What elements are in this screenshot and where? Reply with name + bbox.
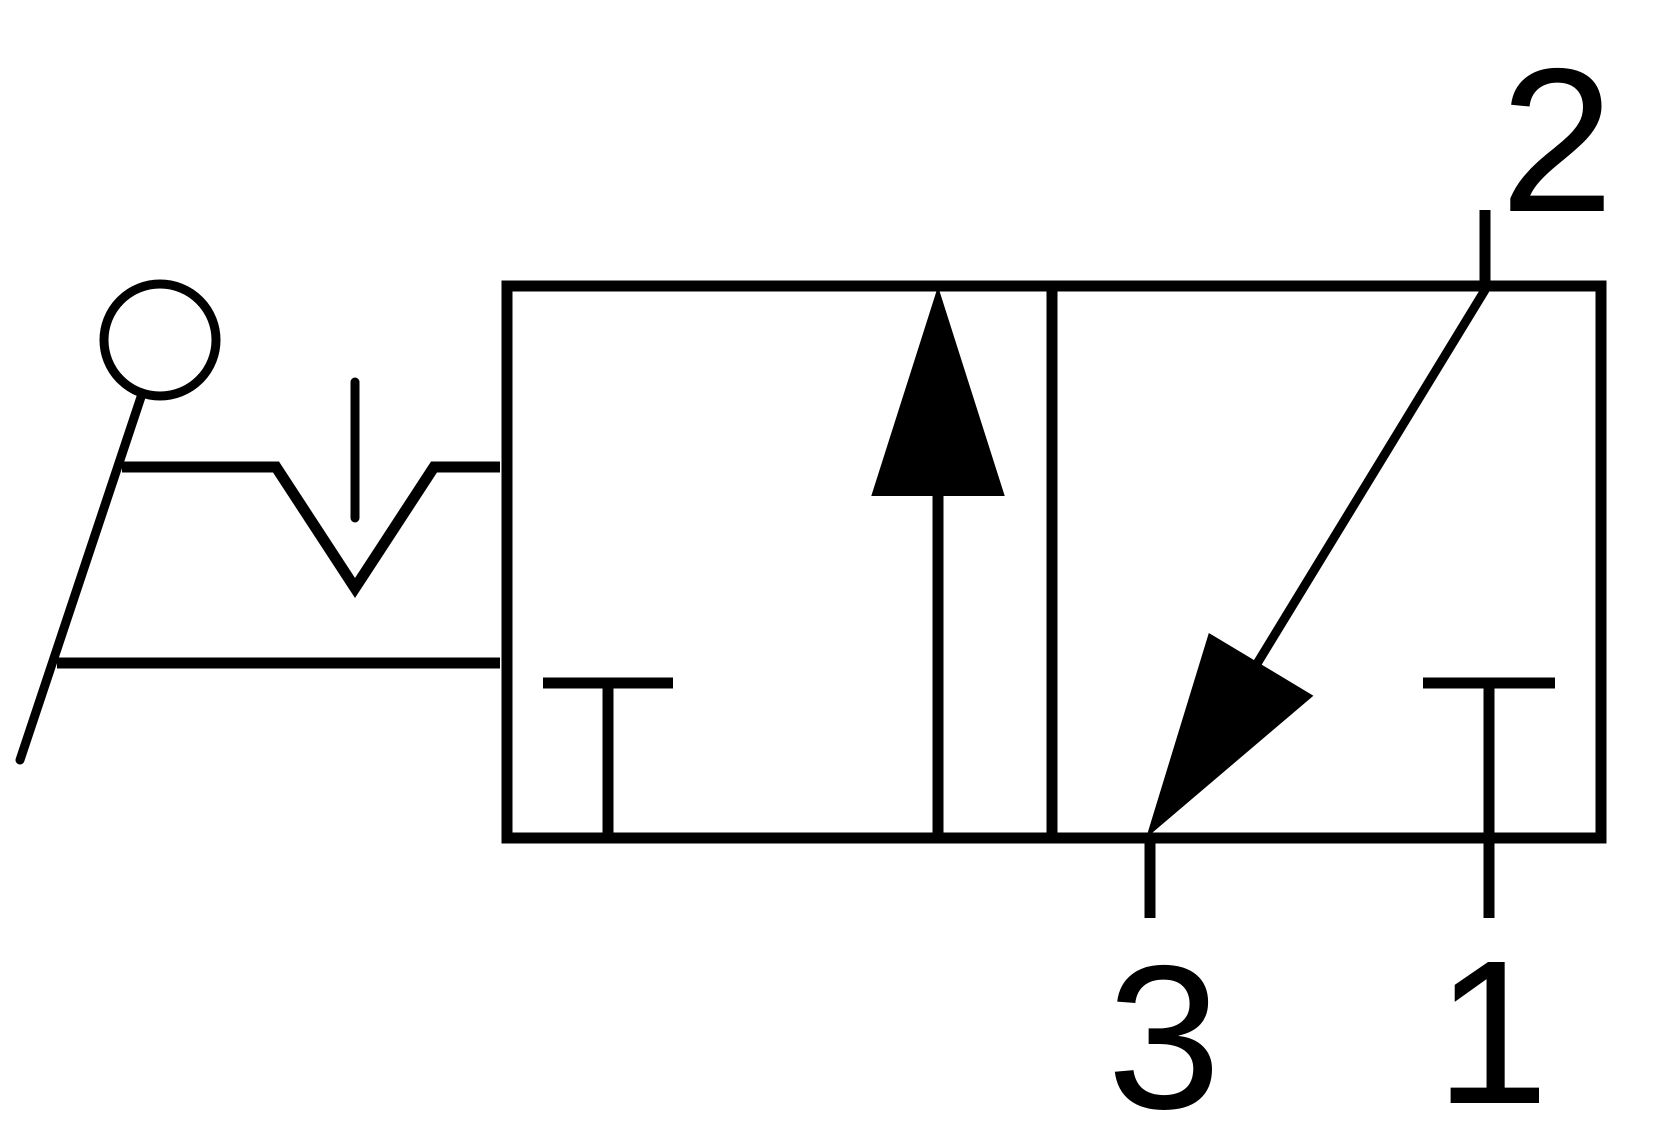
detent-notch xyxy=(122,461,500,599)
flow-arrow-diagonal-shaft xyxy=(1250,285,1490,672)
port-connections xyxy=(1144,210,1495,918)
lever-actuator xyxy=(15,279,221,765)
flow-arrow-up-head xyxy=(871,286,1005,496)
lever-knob xyxy=(99,279,221,401)
port-labels: 2 3 1 xyxy=(1107,26,1614,1127)
left-position-flow xyxy=(543,286,1005,838)
valve-body xyxy=(501,280,1607,844)
flow-arrow-diagonal-head xyxy=(1146,632,1314,838)
detent-mechanism xyxy=(57,377,500,669)
valve-position-left xyxy=(501,280,1058,844)
valve-position-right xyxy=(1046,280,1607,844)
right-position-flow xyxy=(1146,285,1555,838)
port-2-label: 2 xyxy=(1500,26,1614,255)
port-3-label: 3 xyxy=(1107,923,1221,1127)
port-1-label: 1 xyxy=(1435,918,1549,1127)
lever-arm xyxy=(15,389,147,765)
